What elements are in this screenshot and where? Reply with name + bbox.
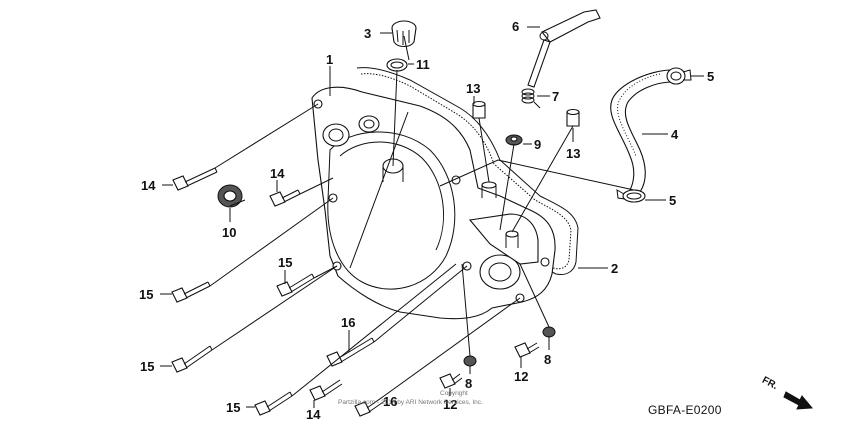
callout-2: 2 [611, 261, 618, 276]
callout-12b: 12 [514, 369, 528, 384]
callout-leaders [160, 26, 704, 408]
bolt-14a [172, 167, 218, 191]
callout-5b: 5 [669, 193, 676, 208]
callout-4: 4 [671, 127, 679, 142]
callout-labels: 1 3 11 6 7 9 13 13 4 5 5 2 14 14 10 15 1… [139, 19, 714, 422]
callout-14b: 14 [270, 166, 285, 181]
callout-15a: 15 [139, 287, 153, 302]
front-label: FR. [760, 375, 780, 392]
copyright-line-1: Copyright [440, 390, 468, 397]
hose-clamp-5b [616, 189, 646, 203]
callout-13a: 13 [466, 81, 480, 96]
water-hose-4 [610, 69, 673, 193]
dowel-pin-13a [472, 100, 486, 119]
copyright-watermark: Copyright Partzilla.com - 2014 by ARI Ne… [338, 390, 483, 406]
spring-7 [521, 88, 541, 109]
bolt-14b [269, 189, 301, 207]
callout-16a: 16 [341, 315, 355, 330]
bolt-16b [354, 395, 387, 417]
cover-gasket [356, 67, 579, 275]
callout-13b: 13 [566, 146, 580, 161]
bolt-15d [254, 391, 293, 416]
washer-8a [463, 355, 477, 367]
dowel-pin-13b [566, 108, 580, 127]
callout-14a: 14 [141, 178, 156, 193]
bolt-14c [309, 379, 343, 401]
bolt-15a [171, 281, 211, 303]
front-arrow-icon [783, 391, 814, 410]
oil-filler-cap [391, 20, 417, 48]
callout-14c: 14 [306, 407, 321, 422]
copyright-line-2: Partzilla.com - 2014 by ARI Network Serv… [338, 399, 483, 406]
callout-15b: 15 [278, 255, 292, 270]
callout-9: 9 [534, 137, 541, 152]
callout-16b: 16 [383, 394, 397, 409]
front-direction-indicator: FR. [760, 375, 814, 410]
o-ring-11 [386, 58, 408, 72]
callout-12a: 12 [443, 397, 457, 412]
callout-10: 10 [222, 225, 236, 240]
callout-8a: 8 [465, 376, 472, 391]
bolt-15c [171, 345, 213, 373]
bolt-16a [326, 337, 375, 367]
assembly-lines [209, 35, 635, 397]
kick-shaft-6 [527, 9, 601, 88]
callout-15d: 15 [226, 400, 240, 415]
callout-7: 7 [552, 89, 559, 104]
bolt-12b [514, 342, 540, 358]
callout-3: 3 [364, 26, 371, 41]
bolt-15b [276, 273, 315, 297]
washer-9 [505, 134, 523, 146]
callout-6: 6 [512, 19, 519, 34]
callout-1: 1 [326, 52, 333, 67]
oil-seal-10 [217, 184, 243, 208]
callout-8b: 8 [544, 352, 551, 367]
washer-8b [542, 326, 556, 338]
callout-5a: 5 [707, 69, 714, 84]
callout-11: 11 [416, 57, 430, 72]
diagram-code: GBFA-E0200 [648, 403, 722, 417]
right-crankcase-cover [311, 86, 556, 320]
callout-15c: 15 [140, 359, 154, 374]
hose-clamp-5a [666, 67, 692, 85]
bolt-12a [439, 373, 463, 389]
